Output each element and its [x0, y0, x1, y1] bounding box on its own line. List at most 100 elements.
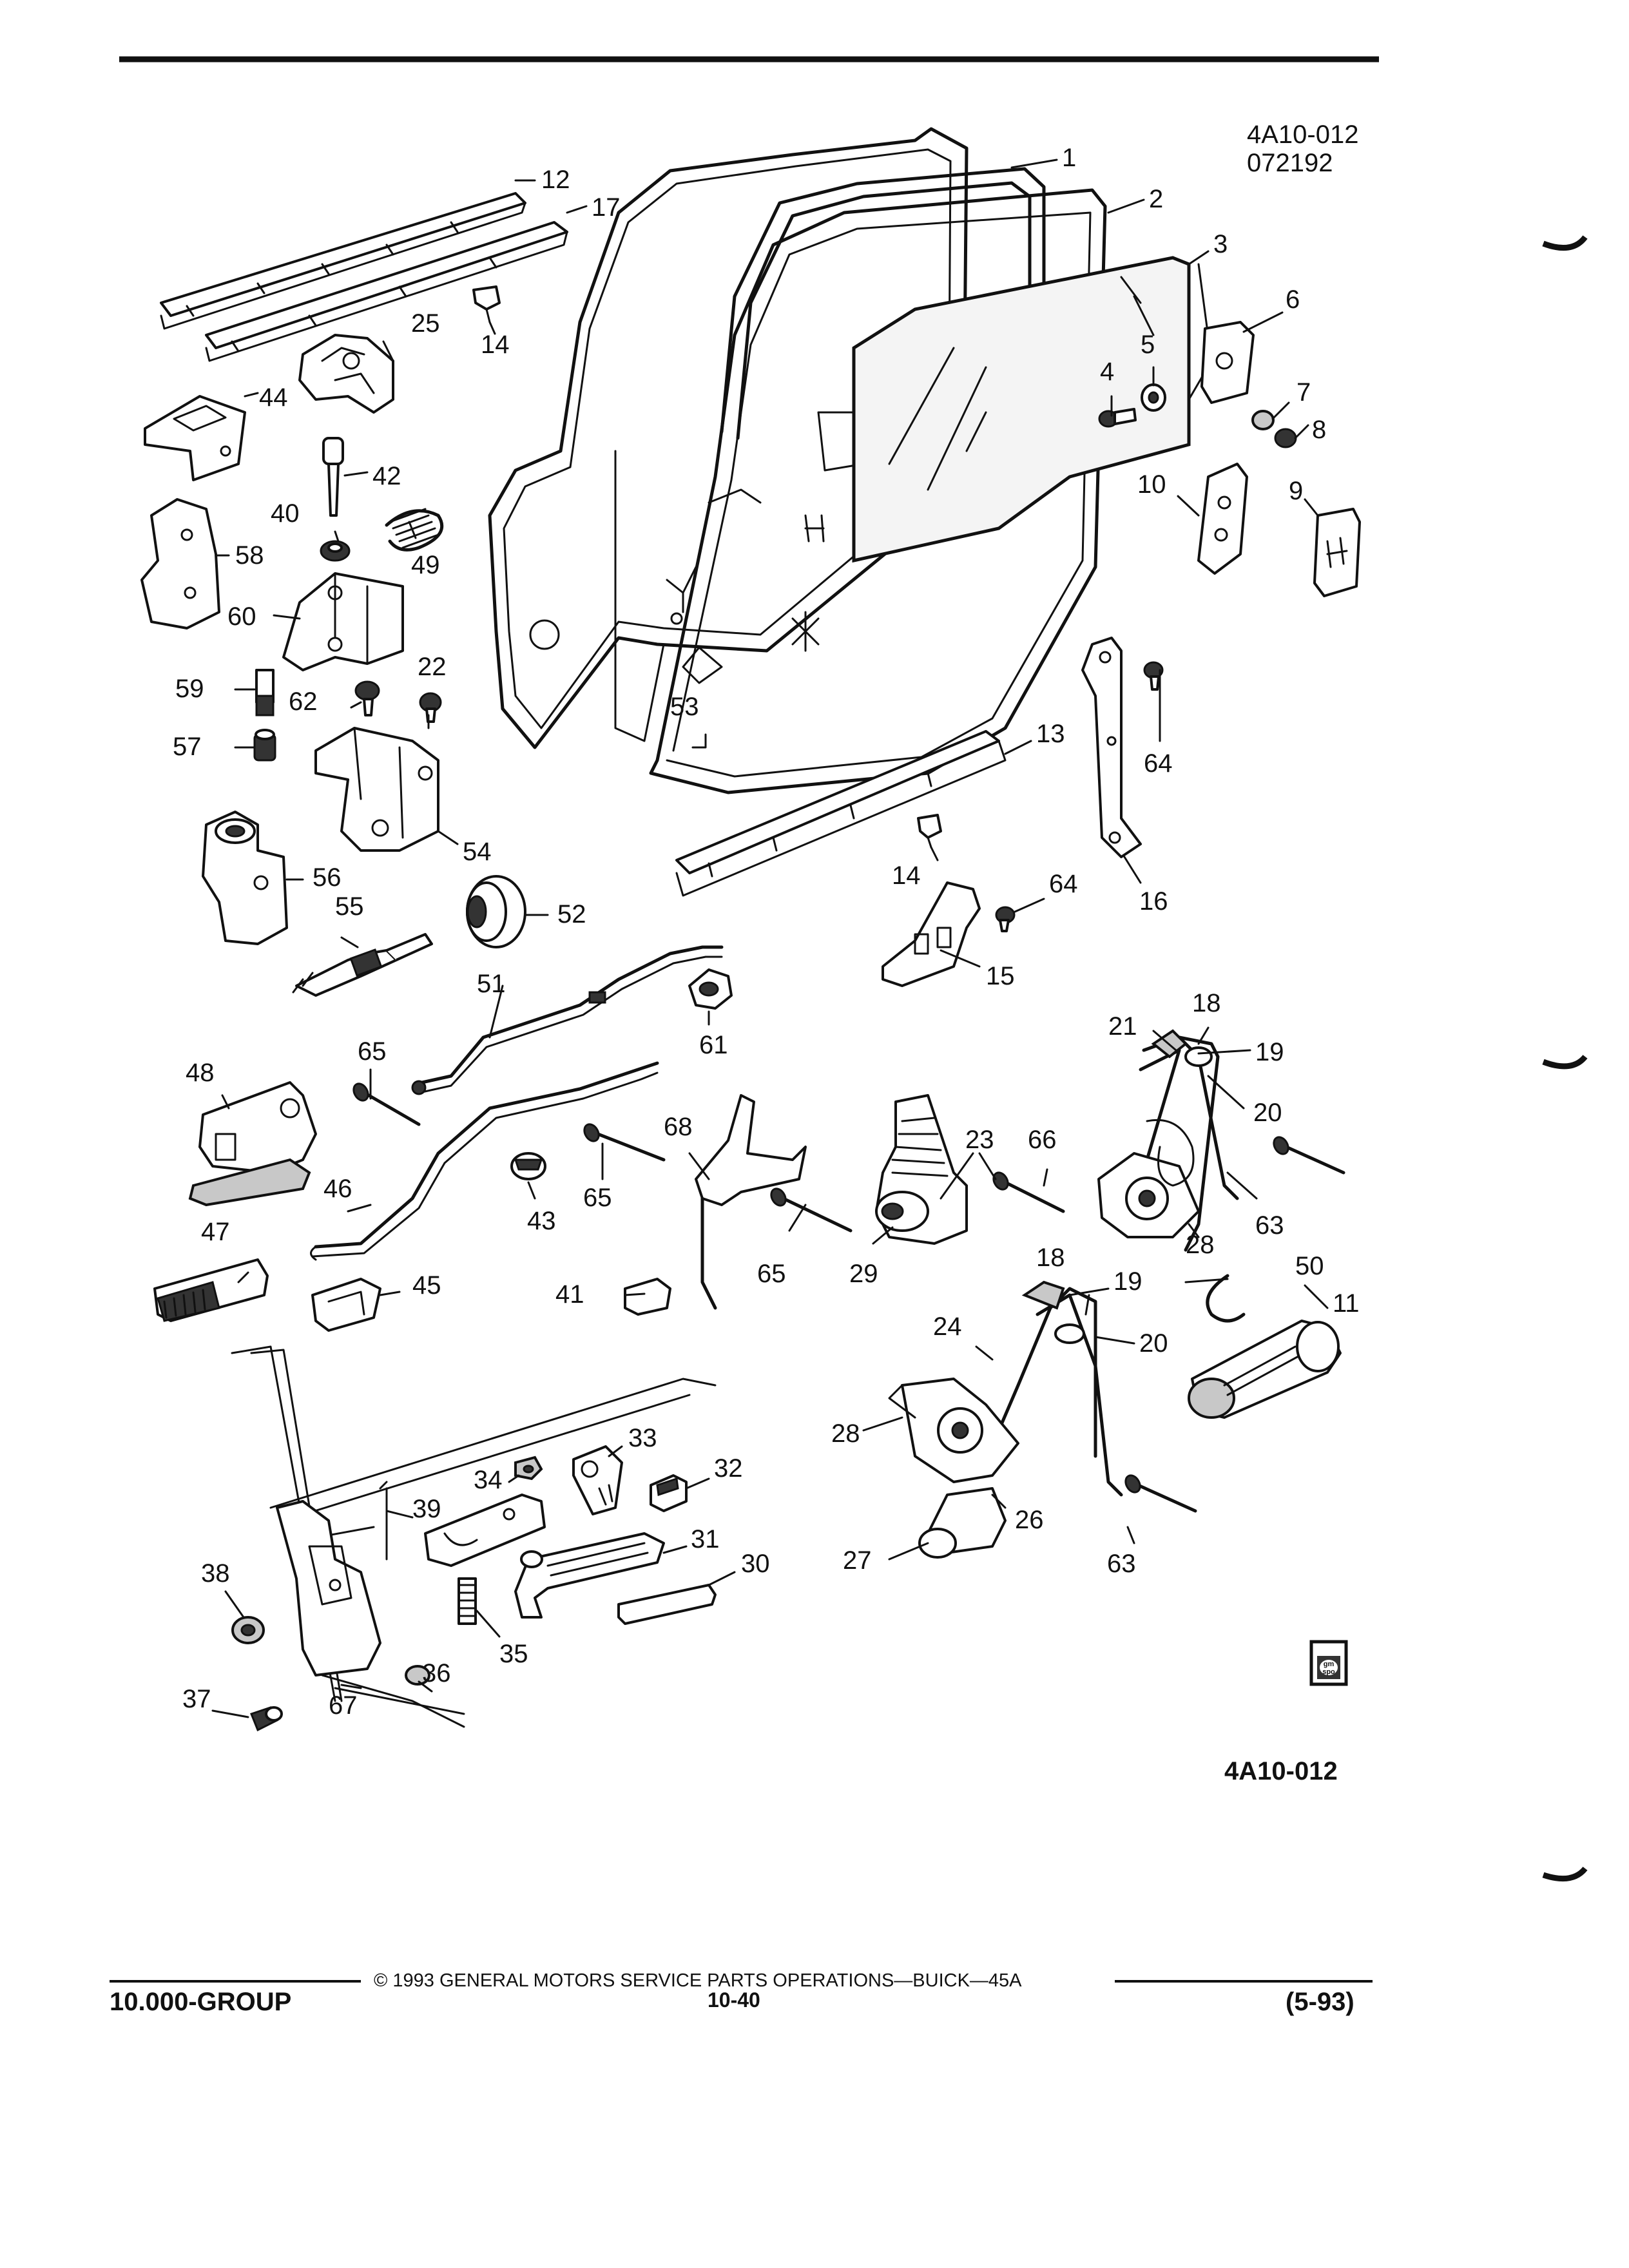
date-code: 072192 [1247, 149, 1333, 177]
bushing-57 [253, 729, 276, 762]
callout-4: 4 [1100, 358, 1114, 386]
footer-page: 10-40 [708, 1988, 760, 2012]
binder-mark-3 [1542, 1866, 1588, 1882]
clip-45 [311, 1278, 381, 1332]
pin-65-left [352, 1082, 421, 1126]
callout-38: 38 [201, 1559, 230, 1588]
callout-5: 5 [1141, 331, 1155, 359]
callout-25: 25 [411, 309, 440, 338]
window-regulator-upper [1097, 1029, 1239, 1252]
plate-44 [144, 395, 246, 481]
callout-61: 61 [699, 1031, 728, 1059]
pin-63-lower [1124, 1474, 1197, 1513]
callout-31: 31 [691, 1525, 720, 1553]
callout-48: 48 [186, 1059, 215, 1087]
pin-66 [992, 1171, 1065, 1213]
callout-60: 60 [227, 602, 256, 631]
clip-14-lower [917, 814, 942, 849]
callout-37: 37 [182, 1685, 211, 1713]
callout-19b: 19 [1113, 1267, 1142, 1296]
badge-line-2: spo [1322, 1668, 1335, 1676]
callout-64a: 64 [1144, 749, 1173, 778]
callout-65c: 65 [757, 1260, 786, 1288]
screw-37 [250, 1706, 283, 1732]
callout-58: 58 [235, 541, 264, 570]
callout-50: 50 [1295, 1252, 1324, 1280]
bracket-6 [1200, 321, 1255, 404]
callout-66: 66 [1028, 1126, 1057, 1154]
callout-53: 53 [670, 693, 699, 721]
callout-47: 47 [201, 1218, 230, 1246]
lock-actuator-23 [875, 1094, 968, 1245]
callout-18b: 18 [1036, 1244, 1065, 1272]
window-crank-11 [1188, 1320, 1342, 1419]
pin-65-right [770, 1187, 853, 1233]
bezel-47 [153, 1258, 269, 1322]
hinge-56 [202, 811, 288, 945]
inside-handle-48 [188, 1081, 317, 1207]
callout-14b: 14 [892, 861, 921, 890]
callout-14a: 14 [481, 331, 510, 359]
leader-lines [211, 159, 1329, 1718]
spring-49 [385, 508, 444, 552]
footer-revision: (5-93) [1286, 1988, 1354, 2016]
callout-39: 39 [412, 1495, 441, 1523]
figure-code: 4A10-012 [1247, 120, 1358, 149]
stud-42 [322, 437, 344, 517]
hinge-54 [314, 727, 439, 852]
callout-7: 7 [1296, 378, 1311, 407]
lock-cylinder-33 [572, 1445, 623, 1515]
footer-copyright: © 1993 GENERAL MOTORS SERVICE PARTS OPER… [374, 1970, 1022, 1991]
plate-58 [140, 498, 220, 629]
callout-19a: 19 [1255, 1038, 1284, 1066]
badge-line-1: gm [1324, 1660, 1335, 1668]
callout-57: 57 [173, 733, 202, 761]
strap-16 [1081, 637, 1142, 858]
bolt-22 [419, 692, 442, 723]
callout-24: 24 [933, 1312, 962, 1341]
binder-mark-2 [1542, 1054, 1588, 1070]
callout-22: 22 [418, 653, 447, 681]
bracket-25 [298, 334, 394, 414]
callout-40: 40 [271, 499, 300, 528]
clip-43 [510, 1152, 546, 1180]
screw-64-lower [995, 906, 1016, 932]
gm-spo-badge: gm spo [1309, 1640, 1348, 1686]
callout-23: 23 [965, 1126, 994, 1154]
clip-14-upper [472, 285, 501, 323]
callout-1: 1 [1062, 144, 1076, 172]
callout-42: 42 [372, 462, 401, 490]
rod-46 [310, 1061, 659, 1261]
callout-16: 16 [1139, 887, 1168, 916]
callout-63a: 63 [1255, 1211, 1284, 1240]
callout-64b: 64 [1049, 870, 1078, 898]
callout-29: 29 [849, 1260, 878, 1288]
pin-63-upper [1273, 1136, 1345, 1175]
callout-17: 17 [592, 193, 621, 222]
callout-51: 51 [477, 970, 506, 998]
callout-6: 6 [1286, 285, 1300, 314]
grommet-52 [466, 875, 526, 948]
callout-34: 34 [474, 1466, 503, 1494]
callout-8: 8 [1312, 416, 1326, 444]
rod-51 [411, 945, 724, 1095]
callout-10: 10 [1137, 470, 1166, 499]
clip-36 [405, 1665, 430, 1686]
callout-43: 43 [527, 1207, 556, 1235]
callout-45: 45 [412, 1271, 441, 1300]
hinge-60 [282, 572, 404, 671]
handle-recess [424, 1494, 546, 1567]
bolt-4 [1098, 408, 1137, 428]
plate-9 [1313, 508, 1361, 597]
bracket-15 [882, 881, 981, 987]
callout-65b: 65 [583, 1184, 612, 1212]
callout-65a: 65 [358, 1037, 387, 1066]
callout-54: 54 [463, 838, 492, 866]
pin-65-middle [583, 1123, 666, 1162]
sleeve-59 [255, 669, 275, 716]
callout-68: 68 [664, 1113, 693, 1141]
callout-2: 2 [1149, 185, 1163, 213]
callout-59: 59 [175, 675, 204, 703]
door-lower-section [231, 1345, 717, 1728]
